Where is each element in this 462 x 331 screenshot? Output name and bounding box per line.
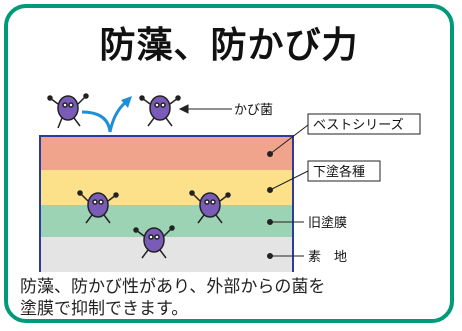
description-line-2: 塗膜で抑制できます。 [20,299,189,319]
layer-old-film [40,205,293,237]
leader-line-undercoat [269,170,309,191]
description-text: 防藻、防かび性があり、外部からの菌を 塗膜で抑制できます。 [20,276,440,319]
label-substrate: 素 地 [308,250,347,265]
leader-line-best-series [269,124,309,155]
leader-arrow-mold [178,104,189,114]
info-card: 防藻、防かび力 ベストシリーズ 下塗各種 旧塗膜 素 地 かび菌 [4,4,454,323]
description-line-1: 防藻、防かび性があり、外部からの菌を [20,277,326,297]
label-box-best-series [307,113,421,135]
mold-germ-icon [77,190,119,224]
label-undercoat: 下塗各種 [313,164,365,180]
bounce-arrowhead [121,96,132,108]
label-mold: かび菌 [234,103,273,118]
bounce-arrow [81,100,127,133]
card-title: 防藻、防かび力 [99,25,359,66]
mold-germ-icon [189,190,231,224]
mold-germ-icon [133,225,175,259]
label-best-series: ベストシリーズ [313,117,404,133]
layer-substrate [40,237,293,272]
mold-germ-icon [47,93,89,129]
mold-germ-icon [139,95,181,127]
label-box-undercoat [307,160,381,182]
layer-frame [39,135,294,272]
layer-best-series [40,136,293,170]
layer-undercoat [40,170,293,205]
layer-diagram: ベストシリーズ 下塗各種 旧塗膜 素 地 かび菌 [39,93,421,272]
label-old-film: 旧塗膜 [308,215,347,231]
